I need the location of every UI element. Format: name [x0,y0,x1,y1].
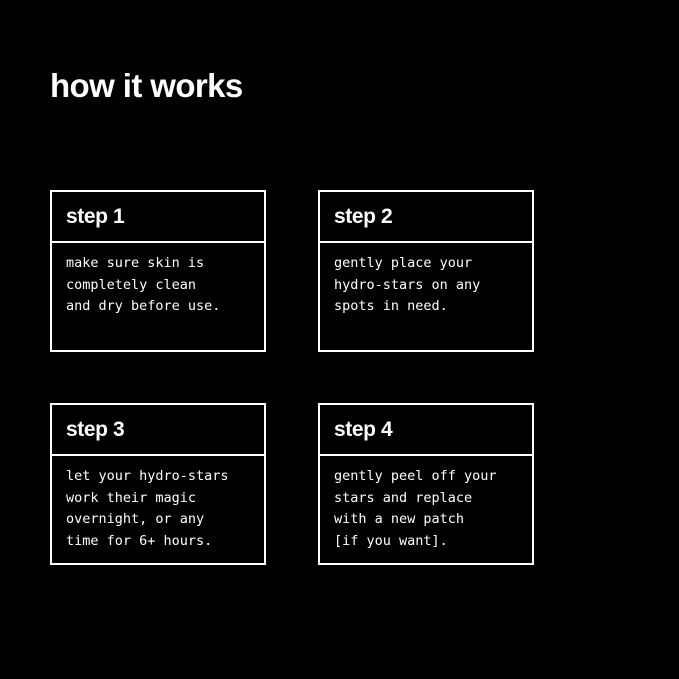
step-card-2-header-label: step 2 [334,204,393,228]
step-card-3-header-label: step 3 [66,417,125,441]
step-card-4-body-text: gently peel off your stars and replace w… [334,468,497,549]
step-card-2: step 2 gently place your hydro-stars on … [318,190,534,352]
step-card-1-header: step 1 [52,192,264,243]
step-card-2-header: step 2 [320,192,532,243]
step-card-1-body-text: make sure skin is completely clean and d… [66,255,221,314]
steps-grid: step 1 make sure skin is completely clea… [50,190,534,565]
step-card-3-body-text: let your hydro-stars work their magic ov… [66,468,229,549]
step-card-4-header-label: step 4 [334,417,393,441]
step-card-4: step 4 gently peel off your stars and re… [318,403,534,565]
step-card-1-body: make sure skin is completely clean and d… [52,243,264,350]
step-card-1-header-label: step 1 [66,204,125,228]
step-card-2-body-text: gently place your hydro-stars on any spo… [334,255,481,314]
step-card-2-body: gently place your hydro-stars on any spo… [320,243,532,350]
step-card-3: step 3 let your hydro-stars work their m… [50,403,266,565]
page-title: how it works [50,67,243,104]
step-card-4-body: gently peel off your stars and replace w… [320,456,532,563]
step-card-3-body: let your hydro-stars work their magic ov… [52,456,264,563]
step-card-1: step 1 make sure skin is completely clea… [50,190,266,352]
step-card-3-header: step 3 [52,405,264,456]
step-card-4-header: step 4 [320,405,532,456]
